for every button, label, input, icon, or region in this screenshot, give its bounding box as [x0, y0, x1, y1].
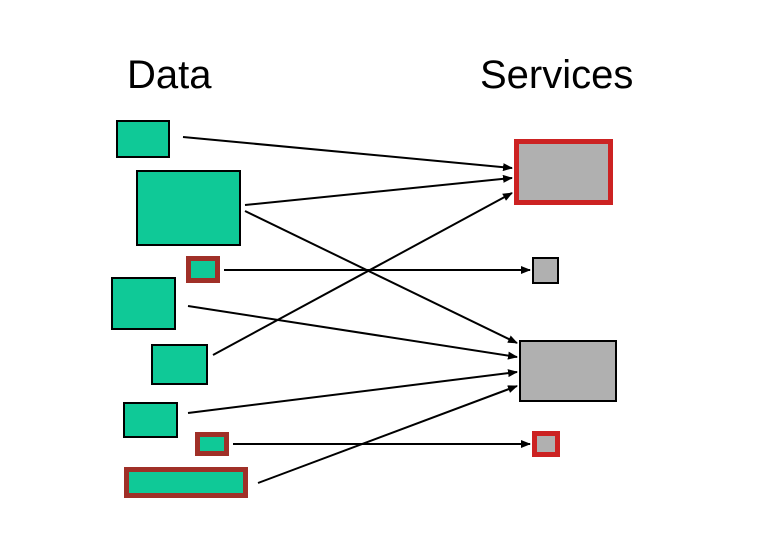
edge-d5-to-s1: [212, 192, 513, 356]
node-s3[interactable]: [519, 340, 617, 402]
node-d3[interactable]: [186, 256, 220, 283]
node-d5[interactable]: [151, 344, 208, 385]
edge-d6-to-s3: [187, 369, 518, 414]
node-d8[interactable]: [124, 467, 248, 498]
edge-d1-to-s1: [182, 136, 513, 172]
node-s1[interactable]: [514, 139, 613, 205]
edges: [182, 136, 531, 484]
column-title-services: Services: [480, 53, 634, 97]
column-title-data: Data: [127, 53, 212, 97]
edge-d2-to-s1: [244, 174, 513, 206]
node-s2[interactable]: [532, 257, 559, 284]
node-d1[interactable]: [116, 120, 170, 158]
edge-d2-to-s3: [244, 210, 518, 344]
node-d7[interactable]: [195, 432, 229, 456]
edge-d8-to-s3: [257, 385, 518, 484]
node-d4[interactable]: [111, 277, 176, 330]
node-d2[interactable]: [136, 170, 241, 246]
edge-d4-to-s3: [187, 305, 518, 360]
node-s4[interactable]: [532, 431, 560, 457]
node-d6[interactable]: [123, 402, 178, 438]
